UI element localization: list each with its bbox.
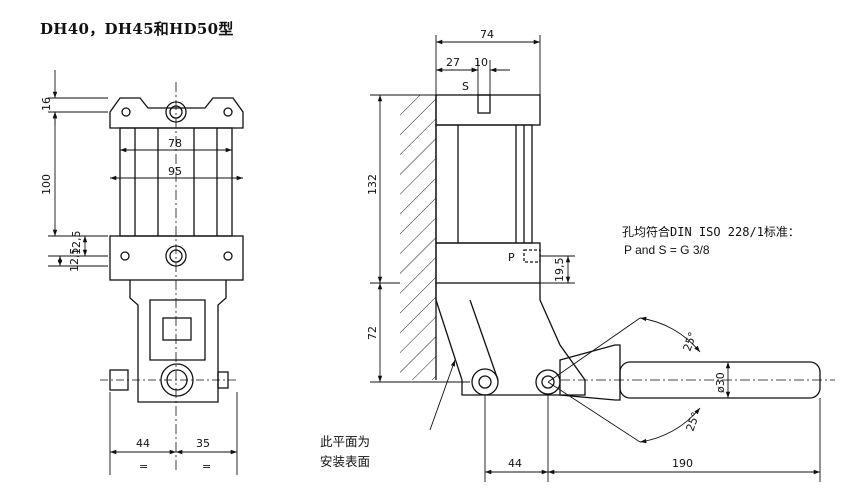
dim-44-side: 44 <box>508 457 522 470</box>
side-pivot-left <box>471 368 499 396</box>
dim-25-upper: 25° <box>681 330 700 353</box>
side-dimensions <box>370 35 821 482</box>
front-view <box>100 82 244 470</box>
dim-35: 35 <box>196 437 210 450</box>
dim-78: 78 <box>168 137 182 150</box>
drawing-title: DH40，DH45和HD50型 <box>40 20 234 38</box>
notes: 孔均符合DIN ISO 228/1标准： P and S = G 3/8 此平面… <box>320 224 800 469</box>
dim-19-5: 19,5 <box>553 258 566 283</box>
port-p-label: P <box>508 251 515 264</box>
front-mid-flange <box>109 235 244 281</box>
side-view <box>435 94 835 401</box>
front-dim-labels: 16 100 12,5 12,5 78 95 44 35 = = <box>40 97 211 473</box>
port-p-fitting <box>523 249 541 263</box>
dim-132: 132 <box>366 174 379 195</box>
equal-sign-right: = <box>202 460 211 473</box>
dim-100: 100 <box>40 174 53 195</box>
mount-surface-note-line1: 此平面为 <box>320 434 370 449</box>
dim-95: 95 <box>168 165 182 178</box>
side-mid-flange <box>435 242 541 284</box>
equal-sign-left: = <box>139 460 148 473</box>
side-dim-labels: 74 27 10 S P 132 72 19,5 25° 25° ø30 44 … <box>366 28 727 470</box>
port-s-label: S <box>462 80 469 93</box>
dim-diameter-30: ø30 <box>714 372 727 393</box>
dim-12-5-upper: 12,5 <box>70 231 83 256</box>
front-dimensions <box>48 70 243 475</box>
dim-72: 72 <box>366 326 379 340</box>
handle-socket <box>559 344 621 401</box>
dim-16: 16 <box>40 97 53 111</box>
front-top-hole-right <box>223 107 233 117</box>
dim-190: 190 <box>672 457 693 470</box>
port-standard-note: 孔均符合DIN ISO 228/1标准： <box>622 224 800 239</box>
dim-12-5-lower: 12,5 <box>68 248 81 273</box>
mount-surface-note-line2: 安装表面 <box>320 454 370 469</box>
mounting-wall-hatch <box>400 95 436 380</box>
front-mid-hole-left <box>120 251 130 261</box>
dim-10: 10 <box>474 56 488 69</box>
side-top-cap <box>435 94 541 126</box>
front-lower-body <box>129 280 227 403</box>
port-thread-note: P and S = G 3/8 <box>624 243 710 257</box>
dim-44-front: 44 <box>136 437 150 450</box>
front-top-hole-left <box>121 107 131 117</box>
dim-27: 27 <box>446 56 460 69</box>
side-cylinder <box>435 124 533 244</box>
dim-74: 74 <box>480 28 494 41</box>
dim-25-lower: 25° <box>684 410 703 433</box>
side-lower-body <box>435 283 586 396</box>
front-mid-hole-right <box>223 251 233 261</box>
